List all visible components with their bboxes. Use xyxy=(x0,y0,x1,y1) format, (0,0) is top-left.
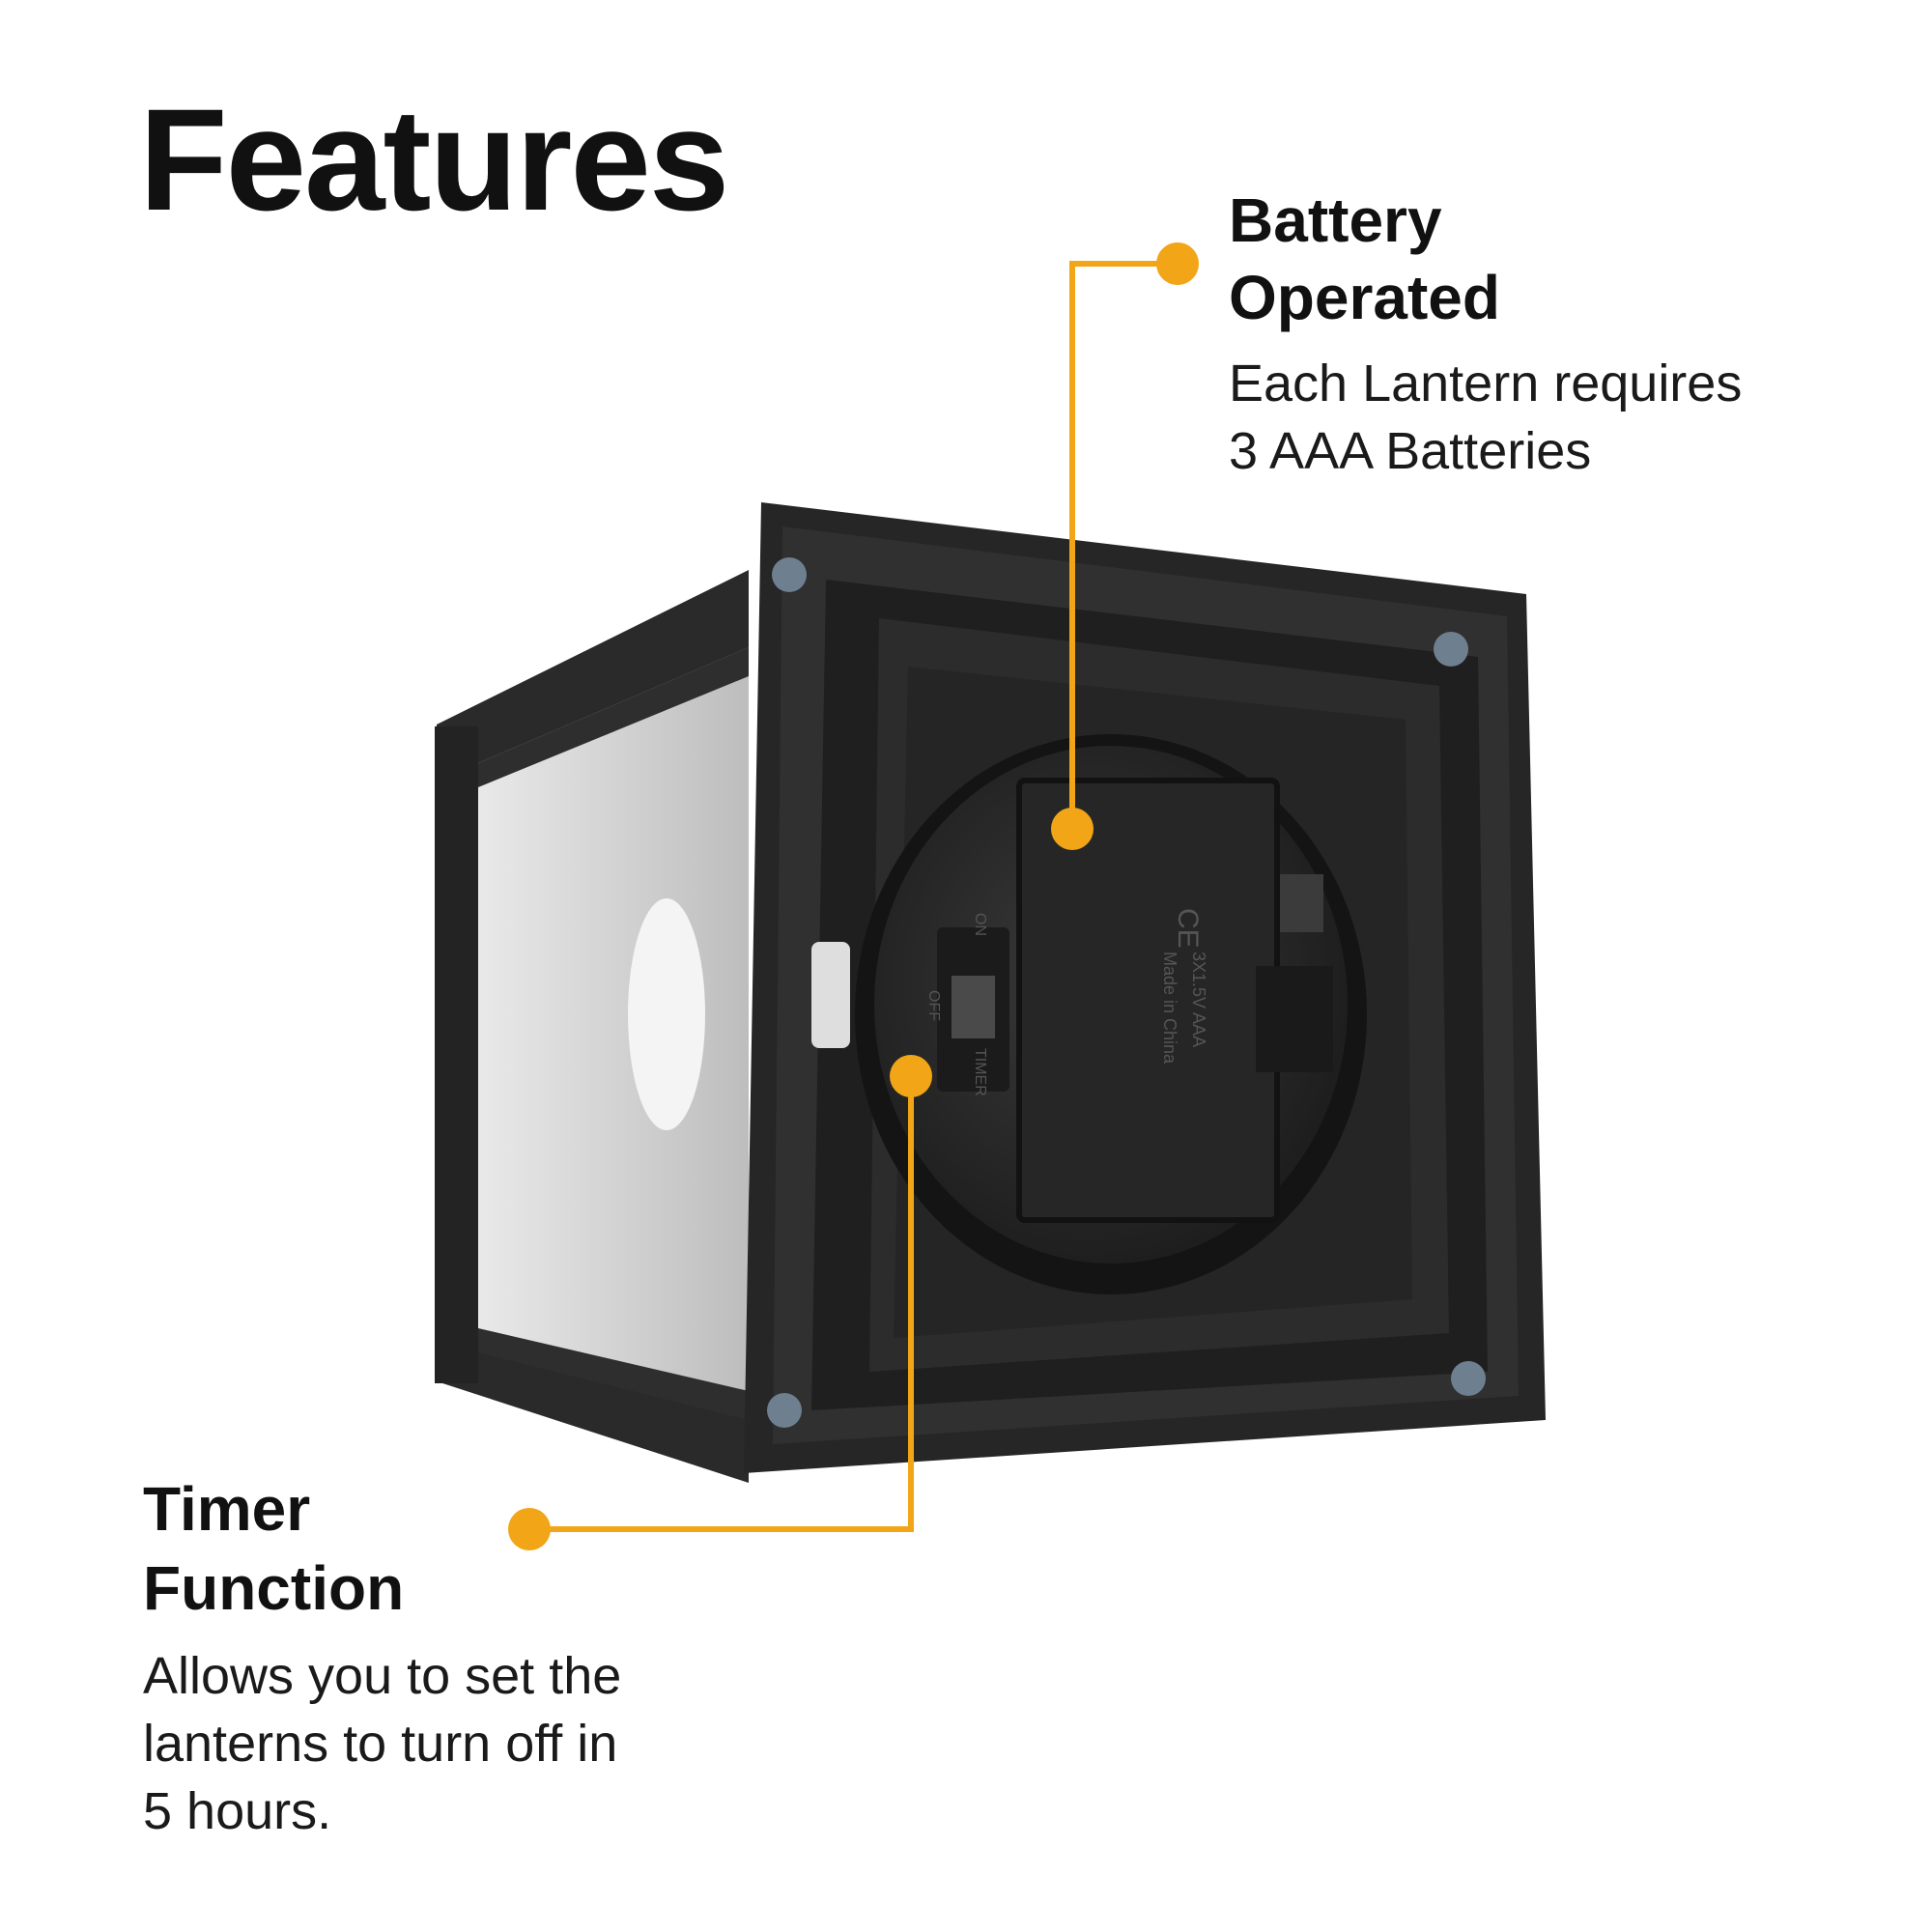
callout-battery-dot-bottom xyxy=(1051,808,1094,850)
callout-timer-dot-left xyxy=(508,1508,551,1550)
callout-battery-dot-top xyxy=(1156,242,1199,285)
origin-label: Made in China xyxy=(1160,952,1179,1065)
callout-timer xyxy=(508,1055,932,1550)
battery-spec-label: 3X1.5V AAA xyxy=(1189,952,1208,1047)
switch-off-label: OFF xyxy=(925,990,942,1021)
callout-timer-dot-top xyxy=(890,1055,932,1097)
battery-feature-desc-line1: Each Lantern requires xyxy=(1229,355,1743,412)
ce-mark: CE xyxy=(1172,908,1204,949)
housing-markings: CE 3X1.5V AAA Made in China ON OFF TIMER xyxy=(925,908,1208,1096)
page-title: Features xyxy=(139,78,729,241)
timer-feature-desc-line1: Allows you to set the xyxy=(143,1647,622,1705)
lantern-side-frame xyxy=(435,570,749,1483)
battery-housing xyxy=(811,734,1367,1294)
timer-feature-title-line2: Function xyxy=(143,1553,405,1623)
battery-feature-title-line1: Battery xyxy=(1229,185,1442,255)
timer-feature-desc-line3: 5 hours. xyxy=(143,1782,332,1840)
switch-timer-label: TIMER xyxy=(972,1048,988,1096)
switch-on-label: ON xyxy=(972,913,988,936)
battery-feature-title-line2: Operated xyxy=(1229,263,1500,332)
battery-feature-desc-line2: 3 AAA Batteries xyxy=(1229,422,1592,480)
timer-feature-title-line1: Timer xyxy=(143,1474,311,1544)
timer-feature-desc-line2: lanterns to turn off in xyxy=(143,1715,618,1773)
callout-battery xyxy=(1051,242,1199,850)
